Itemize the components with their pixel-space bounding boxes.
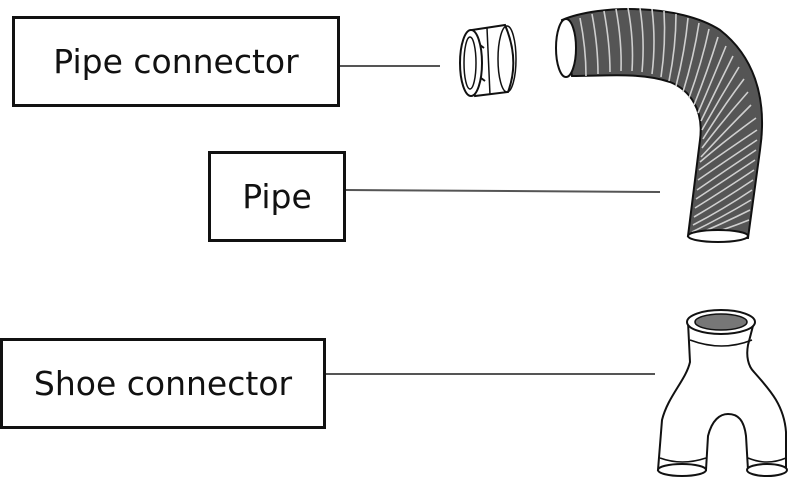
label-pipe-connector: Pipe connector [12, 16, 340, 107]
label-pipe-text: Pipe [242, 177, 312, 216]
label-pipe: Pipe [208, 151, 346, 242]
leader-line-pipe [345, 189, 661, 193]
label-shoe-connector-text: Shoe connector [33, 364, 293, 403]
label-shoe-connector: Shoe connector [0, 338, 326, 429]
shoe-connector-part [656, 309, 788, 477]
flexible-pipe-part [555, 7, 764, 243]
label-pipe-connector-text: Pipe connector [53, 42, 299, 81]
pipe-connector-part [459, 23, 517, 98]
